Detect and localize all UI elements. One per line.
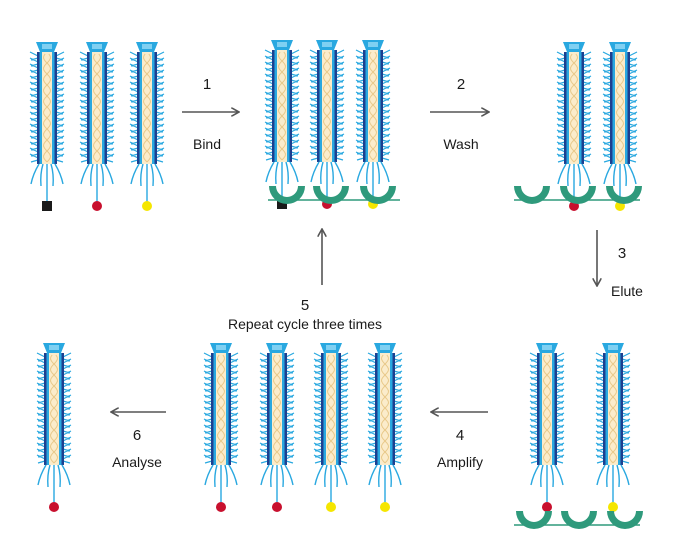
step-3-number: 3	[617, 245, 627, 262]
step-4-number: 4	[455, 427, 465, 444]
ligand-red-dot-icon	[92, 201, 102, 211]
phage-library-2	[79, 42, 115, 211]
phage-washed-1	[556, 42, 592, 211]
phage-washed-2	[602, 42, 638, 211]
phage-amplified-2	[259, 343, 295, 512]
step-1-label: Bind	[192, 136, 222, 152]
step-4-label: Amplify	[437, 454, 483, 470]
bind-target-cup-2	[313, 186, 349, 204]
elute-target-cup-2	[561, 511, 597, 529]
bind-target-cup-1	[269, 186, 305, 204]
ligand-yellow-dot-icon	[380, 502, 390, 512]
step-2-number: 2	[456, 76, 466, 93]
elute-target-cup-1	[516, 511, 552, 529]
phage-library-1	[29, 42, 65, 211]
step-5-label: Repeat cycle three times	[227, 316, 383, 332]
ligand-yellow-dot-icon	[608, 502, 618, 512]
step-3-label: Elute	[611, 283, 643, 299]
phage-bound-1	[264, 40, 300, 209]
phage-analysed	[36, 343, 72, 512]
phage-amplified-1	[203, 343, 239, 512]
step-6-number: 6	[132, 427, 142, 444]
ligand-yellow-dot-icon	[326, 502, 336, 512]
step-2-label: Wash	[443, 136, 479, 152]
wash-target-cup-2	[560, 186, 596, 204]
step-5-number: 5	[300, 297, 310, 314]
wash-target-cup-1	[514, 186, 550, 204]
phage-bound-3	[355, 40, 391, 209]
ligand-yellow-dot-icon	[142, 201, 152, 211]
step-6-label: Analyse	[112, 454, 162, 470]
phage-amplified-4	[367, 343, 403, 512]
ligand-red-dot-icon	[49, 502, 59, 512]
phage-library-3	[129, 42, 165, 211]
wash-target-cup-3	[606, 186, 642, 204]
ligand-square-icon	[277, 199, 287, 209]
ligand-red-dot-icon	[542, 502, 552, 512]
ligand-red-dot-icon	[272, 502, 282, 512]
phage-eluted-2	[595, 343, 631, 512]
ligand-square-icon	[42, 201, 52, 211]
phage-amplified-3	[313, 343, 349, 512]
bind-target-cup-3	[360, 186, 396, 204]
ligand-red-dot-icon	[216, 502, 226, 512]
elute-target-cup-3	[607, 511, 643, 529]
step-1-number: 1	[202, 76, 212, 93]
phage-bound-2	[309, 40, 345, 209]
phage-eluted-1	[529, 343, 565, 512]
